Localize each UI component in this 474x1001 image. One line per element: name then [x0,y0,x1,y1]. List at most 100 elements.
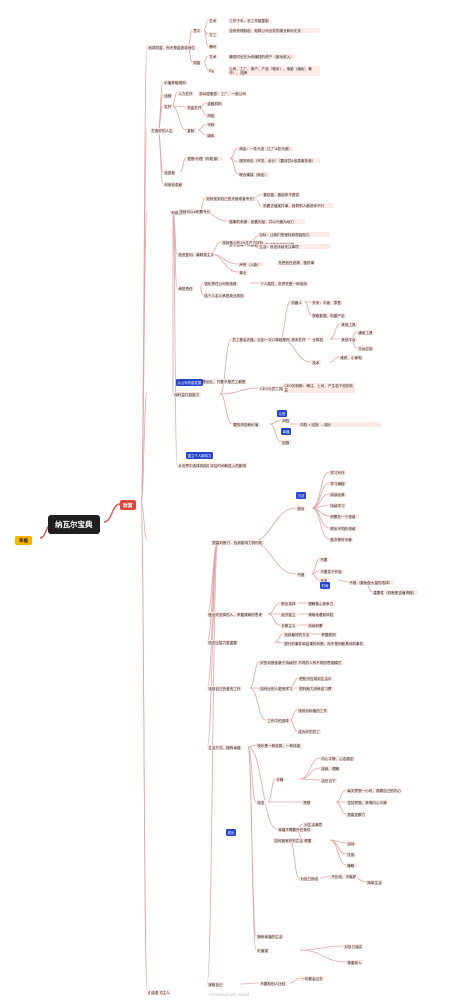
topic-b8[interactable]: 结语 [150,990,160,996]
topic-b2-2b1[interactable]: 金融机构 [206,101,223,107]
topic-b4-1b2[interactable]: 不要急于开始 [319,569,343,575]
topic-b3-1[interactable]: 找到可以&积累专长 [178,209,212,215]
topic-b3-3b[interactable]: 声誉（人脉） [238,262,262,268]
topic-b2-2a1[interactable]: 劳动密集型：工厂、一般公司 [198,91,248,97]
topic-b5-3[interactable]: 幸福不需要外在条件 [277,827,312,833]
topic-b4-1a1[interactable]: 学习写作 [329,470,346,476]
topic-b6-2[interactable]: 一切都会过去 [300,976,324,982]
topic-b4-2a1[interactable]: 理解核心竞争力 [307,601,335,607]
topic-b2-2b2[interactable]: 风投 [206,113,216,119]
right-tag-wealth[interactable]: 财富 [120,500,136,510]
topic-b2-3a1[interactable]: 商品：一件代发（工厂&亚马逊） [238,146,294,152]
topic-b2-2c2[interactable]: 媒体 [206,133,216,139]
topic-b2-3c[interactable]: 联合稀缺（商品） [238,172,270,178]
topic-b5-3b[interactable]: 健康 [303,838,313,844]
topic-b3-7[interactable]: 从世界中选择风险项目投资收益 [177,463,230,469]
topic-b3-4a[interactable]: 强化责任公司的绝缘 [203,281,238,287]
topic-b3-5[interactable]: 用利益打赢能力 [173,392,201,398]
left-tag-happiness[interactable]: 幸福 [15,536,32,545]
topic-b3-1a2[interactable]: 执着去做某件事，就算别人都说你不行 [262,203,335,209]
topic-b1-2[interactable]: 财富 [192,60,202,66]
topic-b3-5d1[interactable]: 维修、小家电 [339,355,363,361]
topic-b4-3[interactable]: 信念比智力更重要 [207,640,239,646]
topic-b5-2a[interactable]: 平静 [275,777,285,783]
topic-b3-6b[interactable]: 回报 [281,440,291,446]
topic-b6[interactable]: 拯救自己 [207,982,224,988]
topic-b4-4[interactable]: 找到自己热爱的工作 [207,686,242,692]
topic-b3-2[interactable]: 做事的来源：依靠天赋，并以兴趣为动力 [228,219,306,225]
topic-b3-3a1[interactable]: 目标：让我们快速找到原始阻力 [258,232,331,238]
topic-b2-1[interactable]: 运营 [163,93,173,99]
topic-b3-5a3[interactable]: 获取数据、构建产品 [311,313,346,319]
topic-b1-2a1[interactable]: 睡觉时也在为你赚钱的资产（被动收入） [228,54,296,60]
topic-b4-1a3[interactable]: 阅读经典 [329,492,346,498]
topic-b1-1a1[interactable]: 工作于手，手工作被复制 [228,18,270,24]
topic-b4-4c2[interactable]: 成为好的员工 [297,729,321,735]
topic-b4-2[interactable]: 做出好选择的人、掌握清晰的思考 [207,612,264,618]
topic-b1-2b[interactable]: Eg [208,68,215,74]
topic-b4-4b2[interactable]: 把判断力训练成习惯 [298,686,333,692]
topic-b4-4c[interactable]: 工作中的选择 [266,718,290,724]
topic-b4-3a1[interactable]: 掌握原则 [320,632,337,638]
topic-b5-5b[interactable]: 尊重他人 [346,960,363,966]
topic-b4-2b[interactable]: 经济独立 [280,612,297,618]
topic-b3-6[interactable]: 要的风险和价值 [232,422,260,428]
topic-b2-2c[interactable]: 复制 [186,128,196,134]
topic-b5-5a[interactable]: 对自己诚实 [343,944,364,950]
topic-b1-2b1[interactable]: 公司、工厂、房产、产品（程序）、电影（版权、著作）、品牌 [228,66,321,76]
topic-b3-8[interactable]: 评估时间和投入的影响 [209,463,248,469]
topic-b4-1b[interactable]: 不做 [296,572,306,578]
topic-b5-2a1[interactable]: 内心平静，心态稳定 [320,756,355,762]
topic-b4-3a[interactable]: 找到最好的方法 [283,632,311,638]
topic-b4-3b[interactable]: 提升的事件和结果的判断，而不是判断具体的事件 [283,641,366,647]
topic-b4-2c[interactable]: 长期主义 [280,623,297,629]
topic-b2-4[interactable]: 利用信息差 [163,182,184,188]
topic-b2-2c1[interactable]: 代码 [206,122,216,128]
topic-b3-5t[interactable]: 不仅是打工，也是创业，只要不是员工都是 [176,379,247,385]
topic-b1-1b[interactable]: 打工 [208,32,218,38]
topic-b4-1a5[interactable]: 积累在一个领域 [329,514,357,520]
topic-b5[interactable]: 生活方式、拥有幸福 [207,745,242,751]
root-topic[interactable]: 纳瓦尔宝典 [48,515,100,534]
topic-b3-1a1[interactable]: 喜欢做，做起来不费劲 [262,192,301,198]
topic-b1-1b1[interactable]: 没有获得股权，就算公司业务的增长和你无关 [228,28,321,34]
topic-b1-1[interactable]: 意义 [192,28,202,34]
topic-b4-4b1[interactable]: 把知识应用到生活中 [298,676,333,682]
topic-b3-5e[interactable]: CEO与员工的区别 [259,386,291,392]
topic-b3-5a1[interactable]: 机器人 [290,300,304,306]
topic-b5-3b3[interactable]: 睡眠 [346,863,356,869]
topic-b5-4b[interactable]: 不比较，不嫉妒 [330,874,358,880]
topic-b1-1a[interactable]: 艺术 [208,18,218,24]
topic-b5-3b2[interactable]: 饮食 [346,852,356,858]
topic-b4-1a4[interactable]: 持续学习 [329,503,346,509]
topic-b2-2[interactable]: 杠杆 [163,104,173,110]
topic-b4-2b1[interactable]: 清晰地看到风险 [307,612,335,618]
topic-b3-5e1[interactable]: CEO的判断：赌注、上司，产生若干倍的收益 [283,383,356,393]
topic-b5-1[interactable]: 快乐是一种选择，一种技能 [256,743,302,749]
topic-b3-6a[interactable]: 风险 [281,418,291,424]
topic-b3-4a1[interactable]: 个人属性，负责任是一种信用 [259,281,309,287]
topic-b2-2b[interactable]: 资金杠杆 [186,105,203,111]
topic-b4-4c1[interactable]: 找到目标值的工作 [297,708,329,714]
topic-b1-1c[interactable]: 腾讯 [208,44,218,50]
topic-b3-5c2[interactable]: 通用工具 [357,330,374,336]
topic-b5-3b1[interactable]: 运动 [346,841,356,847]
topic-b4-4a[interactable]: 好的判断依赖于持续的思考 [259,660,305,666]
topic-b5-2b2[interactable]: 坚持冥想，获得内心平静 [346,800,388,806]
topic-b3-5c[interactable]: 计算机 [311,337,325,343]
topic-b3-3a[interactable]: 找到核心的1%生产力目标 [221,240,265,246]
topic-b4-1b1[interactable]: 不要 [319,557,329,563]
topic-b3-5c3[interactable]: 其他平台 [340,337,357,343]
topic-b5-5[interactable]: 价值观 [256,948,270,954]
topic-b6-1[interactable]: 不要和别人比较 [259,981,287,987]
topic-b4-1a7[interactable]: 做决策时冷静 [329,537,353,543]
topic-b2-0[interactable]: 价值获取规则 [163,80,187,86]
topic-b3-3a2[interactable]: 生活：设定持续关注事项 [258,244,331,250]
topic-b2-3a[interactable]: 更是/代理（你知道） [186,156,222,162]
topic-b4-1b4[interactable]: 不做（避免做大量的选择） [348,580,394,586]
topic-b4-1a[interactable]: 提问 [296,506,306,512]
topic-b1-2a[interactable]: 艺术 [208,54,218,60]
topic-b3-6c[interactable]: 风险 × 回报 → 增长 [299,422,382,428]
topic-b2[interactable]: 打造好的人生 [150,128,174,134]
topic-b4-1b3[interactable]: 不贪 [319,578,329,584]
